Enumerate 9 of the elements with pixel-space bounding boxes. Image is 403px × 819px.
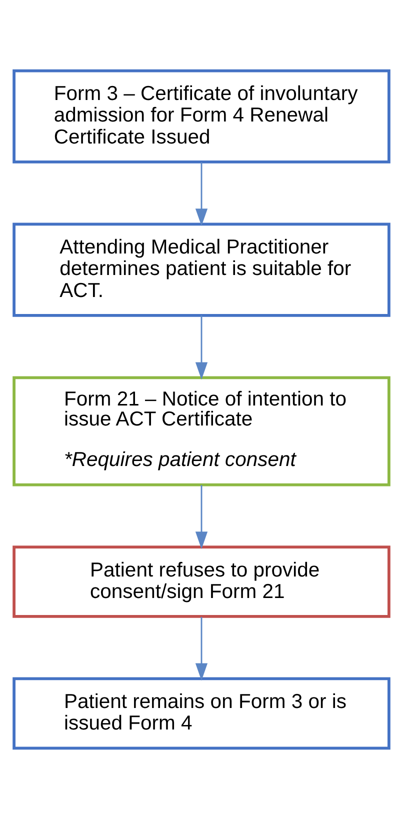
node-box: Form 3 – Certificate of involuntary admission for Form 4 Renewal Certificate Issued — [12, 69, 390, 164]
arrow — [195, 315, 208, 380]
node-box: Form 21 – Notice of intention to issue ACT Certificate *Requires patient consent — [12, 376, 390, 486]
node-box: Patient refuses to provide consent/sign Form 21 — [12, 546, 390, 618]
arrow — [195, 617, 208, 681]
node-box: Attending Medical Practitioner determines patient is suitable for ACT. — [12, 222, 390, 317]
arrow — [195, 485, 208, 550]
arrow — [195, 162, 208, 226]
node-box: Patient remains on Form 3 or is issued Form 4 — [12, 677, 390, 750]
